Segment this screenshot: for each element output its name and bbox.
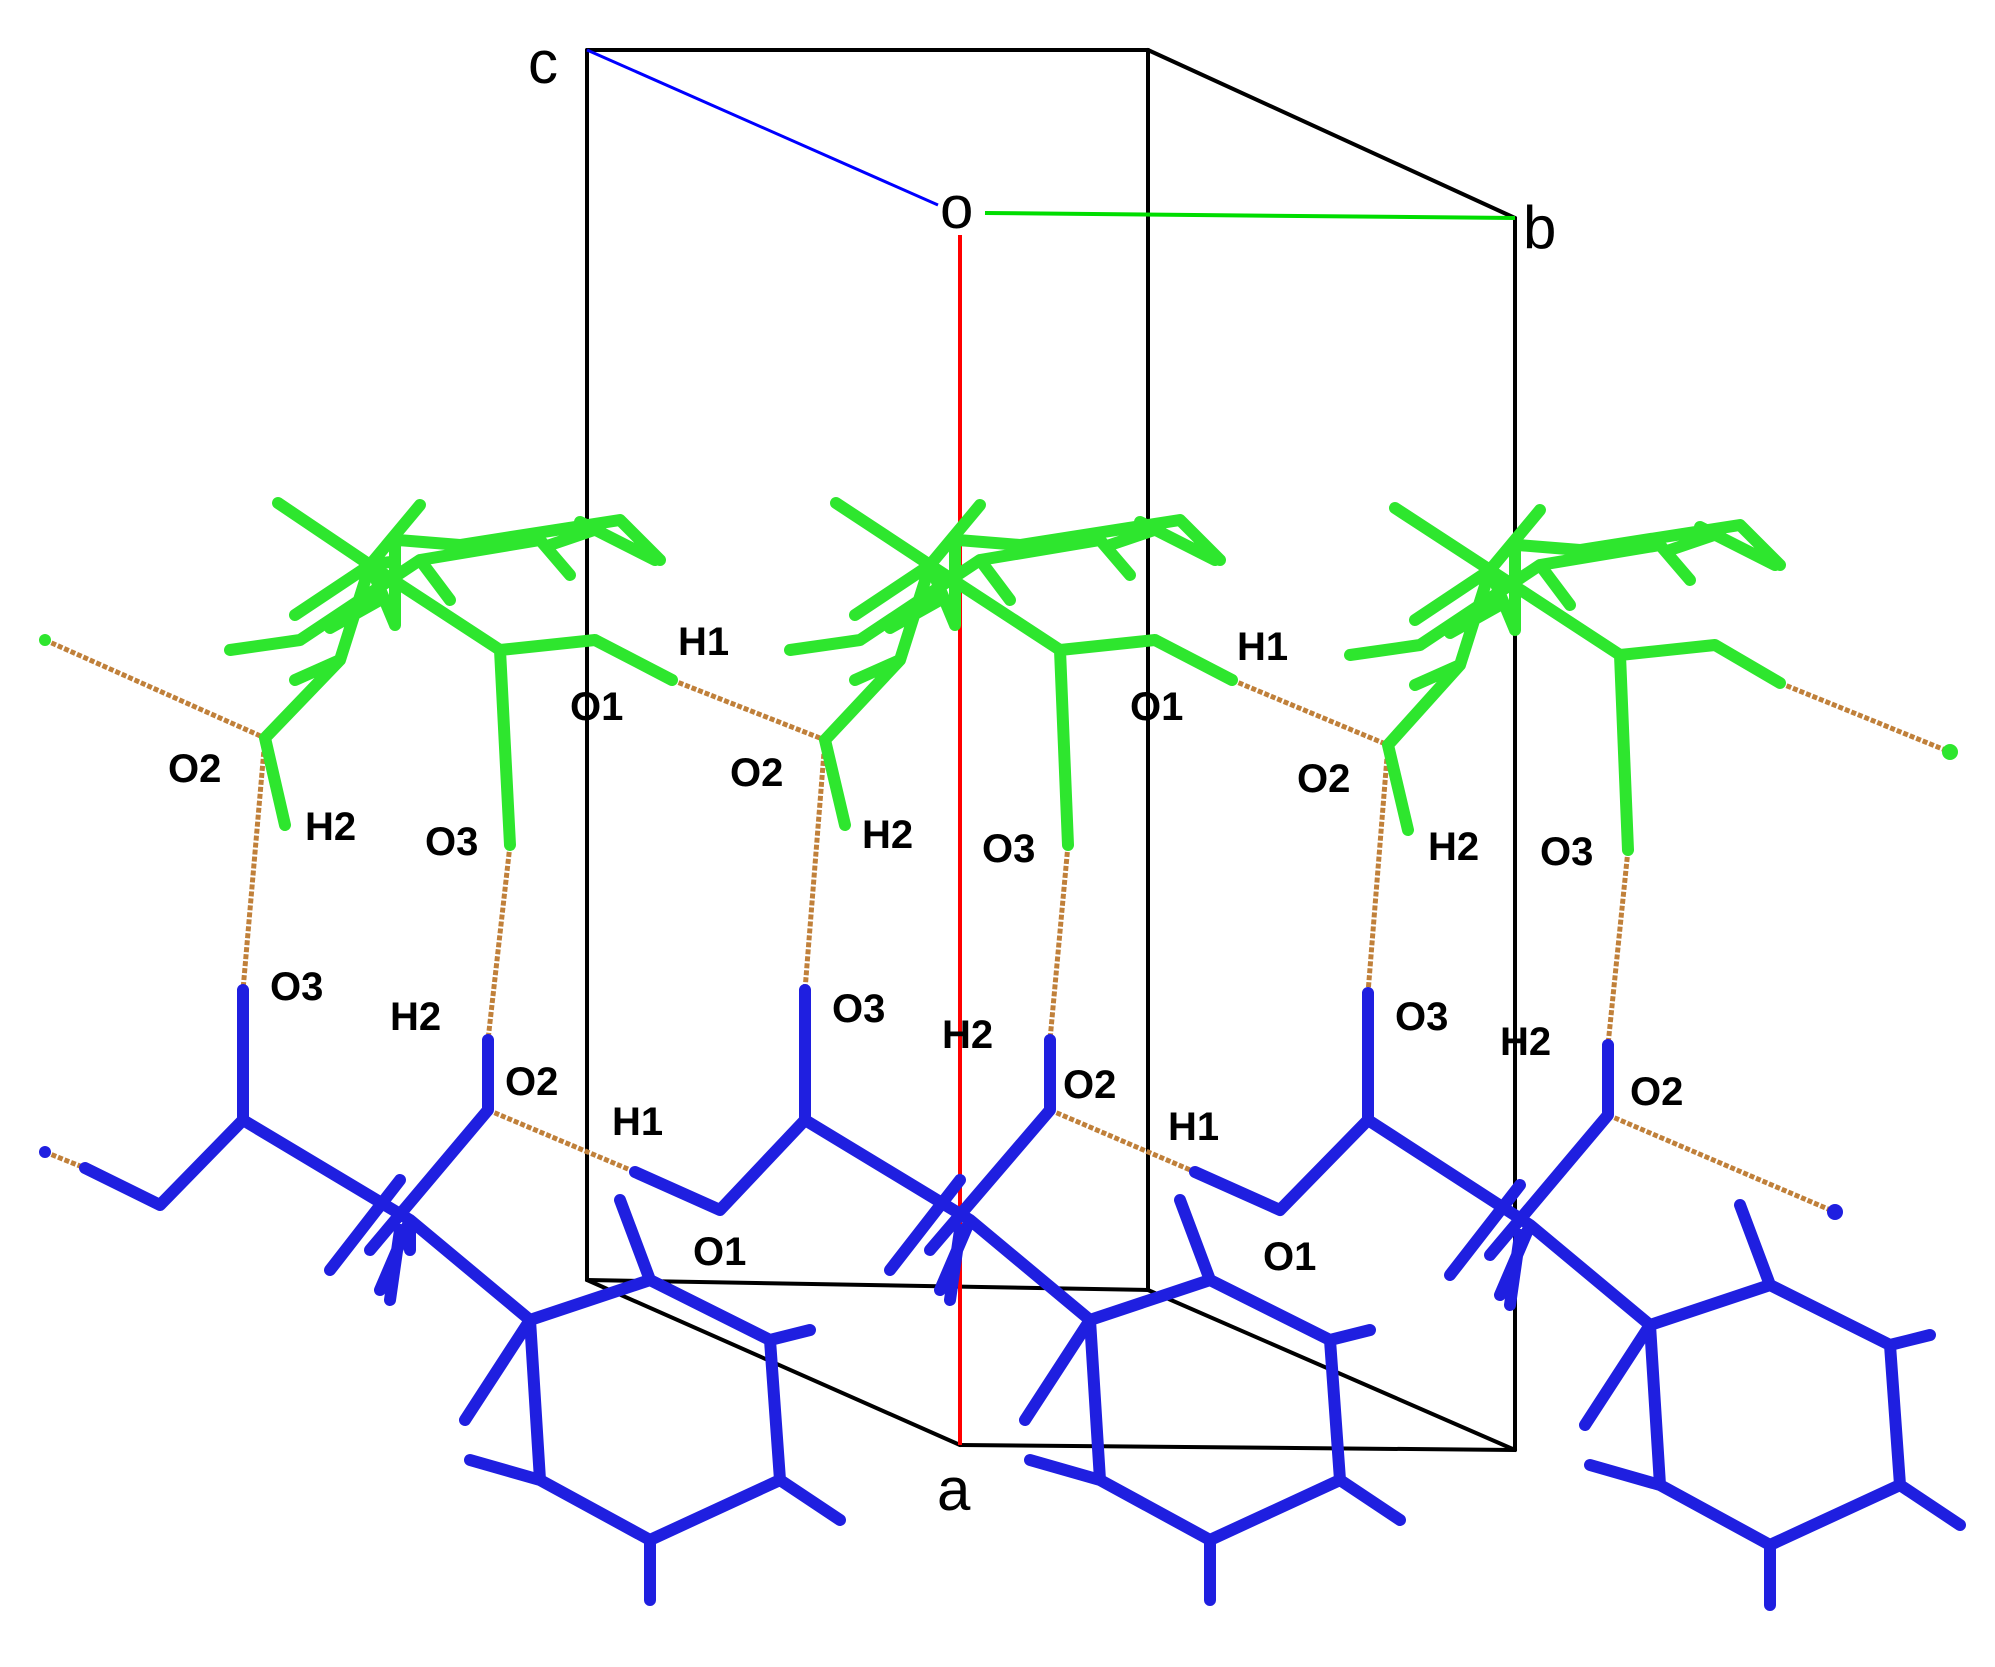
green-molecule xyxy=(1344,502,1786,856)
atom-label-h2: H2 xyxy=(305,805,356,849)
atom-label-h2: H2 xyxy=(862,813,913,857)
bond xyxy=(629,984,1406,1606)
atom-labels-upper: O1 H1 O2 H2 O3 O1 H1 O2 H2 O3 O2 H2 O3 xyxy=(168,620,1593,874)
blue-molecule xyxy=(1189,987,1966,1611)
atom-label-h1: H1 xyxy=(612,1100,663,1144)
axis-a-label: a xyxy=(937,1456,971,1523)
hbond xyxy=(671,677,826,743)
hbond xyxy=(1607,1112,1836,1215)
atom-label-o2: O2 xyxy=(1063,1063,1116,1107)
hbond xyxy=(44,1149,86,1171)
atom-label-h1: H1 xyxy=(1168,1105,1219,1149)
hydrogen-bonds xyxy=(43,637,1951,1215)
axis-b xyxy=(984,211,1516,220)
atom-label-o3: O3 xyxy=(1395,995,1448,1039)
atom-label-o3: O3 xyxy=(832,987,885,1031)
atom-end xyxy=(1942,744,1958,760)
cell-edge xyxy=(1146,48,1517,220)
bond xyxy=(224,497,678,851)
unit-cell xyxy=(585,48,1517,1452)
cell-edge xyxy=(958,1443,1517,1452)
atom-end xyxy=(1827,1204,1843,1220)
bond xyxy=(1189,987,1966,1611)
axis-c-label: c xyxy=(528,29,558,96)
hbond xyxy=(1779,680,1951,755)
atom-label-o3: O3 xyxy=(425,820,478,864)
hbond xyxy=(485,844,513,1041)
atom-label-h2: H2 xyxy=(390,995,441,1039)
atom-label-o1: O1 xyxy=(570,685,623,729)
blue-molecule-layer xyxy=(39,984,1966,1611)
hbond xyxy=(240,737,268,991)
hbond xyxy=(1231,677,1389,748)
atom-label-o2: O2 xyxy=(505,1060,558,1104)
hbond xyxy=(802,739,828,991)
bond xyxy=(784,497,1238,851)
atom-label-h2: H2 xyxy=(942,1013,993,1057)
bond xyxy=(1344,502,1786,856)
bond xyxy=(79,984,846,1606)
hbond xyxy=(1365,744,1391,994)
atom-end xyxy=(39,1146,51,1158)
atom-label-o2: O2 xyxy=(730,751,783,795)
atom-label-o1: O1 xyxy=(1263,1235,1316,1279)
atom-label-h2: H2 xyxy=(1500,1020,1551,1064)
origin-label: o xyxy=(940,174,973,241)
atom-label-o2: O2 xyxy=(1297,757,1350,801)
hbond xyxy=(487,1107,636,1175)
green-molecule-layer xyxy=(39,497,1958,856)
hbond xyxy=(1049,1107,1196,1175)
atom-label-o2: O2 xyxy=(1630,1070,1683,1114)
atom-labels-lower: O3 H2 O2 H1 O1 O3 H2 O2 H1 O1 O3 H2 O2 xyxy=(270,965,1683,1279)
atom-label-o3: O3 xyxy=(982,827,1035,871)
atom-label-h1: H1 xyxy=(1237,625,1288,669)
green-molecule xyxy=(784,497,1238,851)
atom-label-o1: O1 xyxy=(693,1230,746,1274)
atom-label-o3: O3 xyxy=(1540,830,1593,874)
hbond xyxy=(1047,844,1071,1041)
axis-b-label: b xyxy=(1523,194,1556,261)
atom-label-o1: O1 xyxy=(1130,685,1183,729)
atom-label-h1: H1 xyxy=(678,620,729,664)
blue-molecule xyxy=(79,984,846,1606)
atom-label-o2: O2 xyxy=(168,747,221,791)
atom-label-o3: O3 xyxy=(270,965,323,1009)
hbond xyxy=(43,637,267,741)
axis-c xyxy=(586,48,939,207)
hbond xyxy=(1605,849,1631,1046)
atom-end xyxy=(39,634,51,646)
green-molecule xyxy=(224,497,678,851)
atom-label-h2: H2 xyxy=(1428,825,1479,869)
blue-molecule xyxy=(629,984,1406,1606)
